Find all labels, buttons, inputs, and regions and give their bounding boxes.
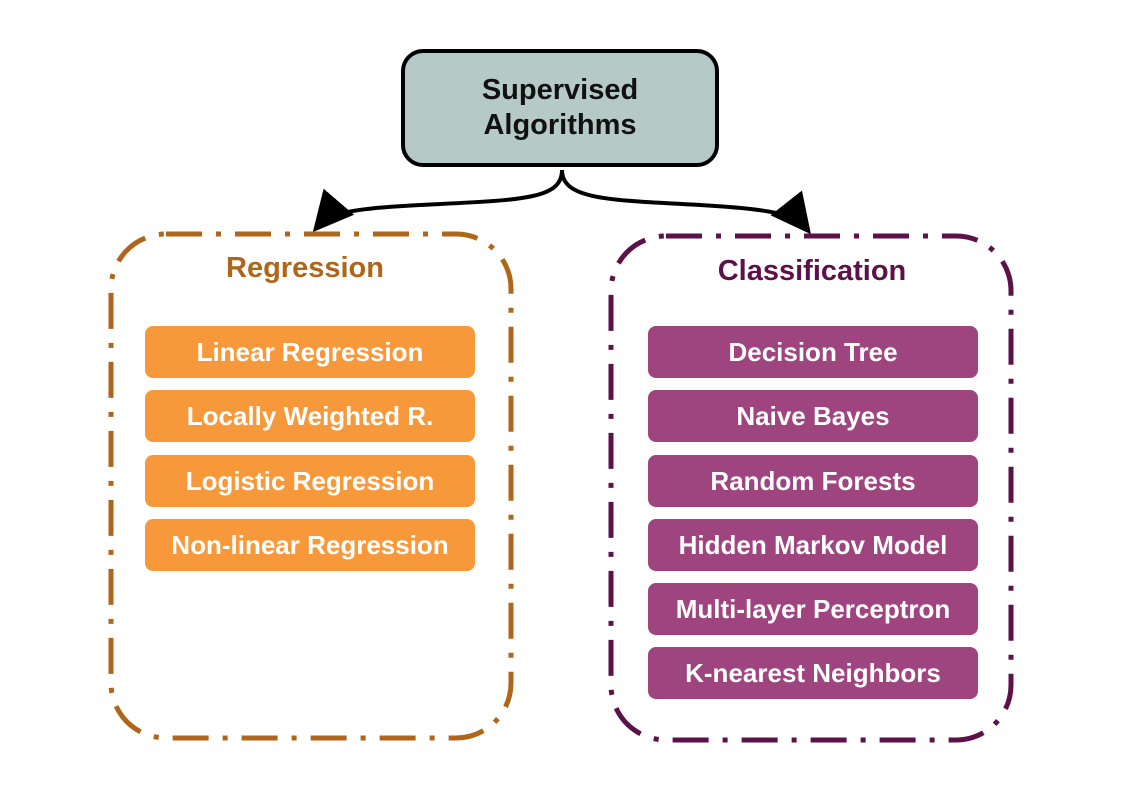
regression-item[interactable]: Locally Weighted R. xyxy=(145,390,475,442)
classification-title: Classification xyxy=(717,255,907,287)
classification-item[interactable]: Naive Bayes xyxy=(648,390,978,442)
classification-item[interactable]: Decision Tree xyxy=(648,326,978,378)
supervised-algorithms-node[interactable]: Supervised Algorithms xyxy=(401,49,719,167)
regression-group-border xyxy=(108,231,514,741)
regression-item[interactable]: Non-linear Regression xyxy=(145,519,475,571)
classification-item[interactable]: Multi-layer Perceptron xyxy=(648,583,978,635)
root-title-line1: Supervised xyxy=(481,74,639,106)
regression-title: Regression xyxy=(226,252,384,284)
regression-item[interactable]: Logistic Regression xyxy=(145,455,475,507)
classification-item[interactable]: K-nearest Neighbors xyxy=(648,647,978,699)
regression-item[interactable]: Linear Regression xyxy=(145,326,475,378)
classification-item[interactable]: Hidden Markov Model xyxy=(648,519,978,571)
arrow-to-regression xyxy=(312,169,564,233)
classification-group-border xyxy=(608,233,1014,743)
arrow-to-classification xyxy=(560,169,811,235)
classification-item[interactable]: Random Forests xyxy=(648,455,978,507)
root-title-line2: Algorithms xyxy=(483,109,637,141)
